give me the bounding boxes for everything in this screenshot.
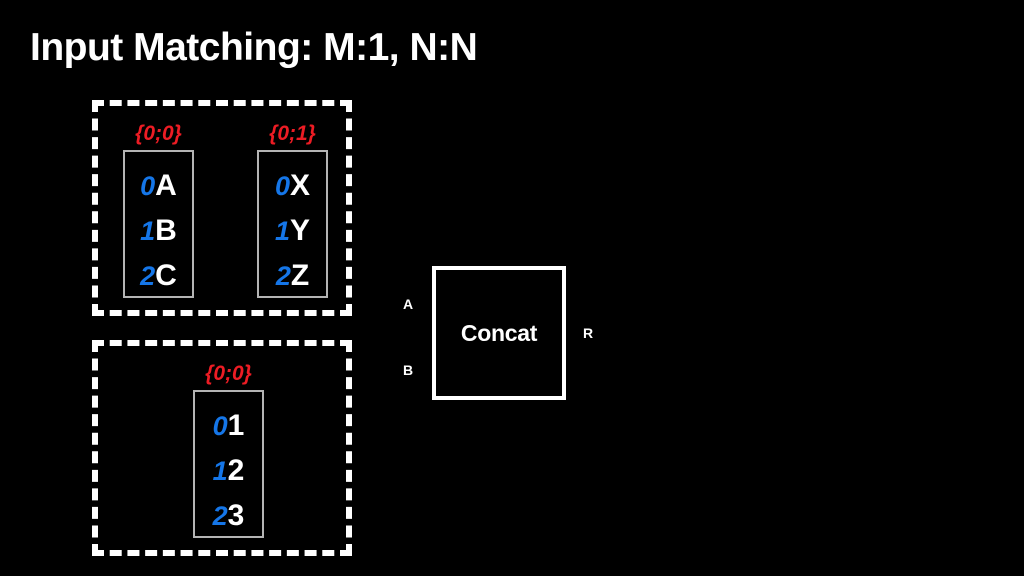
row-index: 0 [212, 411, 228, 441]
concat-input-port-a: A [403, 296, 414, 312]
concat-input-port-b: B [403, 362, 414, 378]
row-index: 2 [140, 261, 156, 291]
row-index: 1 [140, 216, 156, 246]
row-index: 0 [274, 171, 290, 201]
row-value: A [155, 169, 177, 202]
row-value: Z [290, 259, 310, 292]
row-index: 1 [212, 456, 228, 486]
vector-box-123: 01 12 23 [193, 390, 264, 538]
concat-block-label: Concat [460, 319, 538, 346]
input-group-top: {0;0} 0A 1B 2C {0;1} 0X 1Y [92, 100, 352, 316]
vector-row: 1B [125, 208, 192, 253]
row-value: 1 [227, 409, 245, 442]
input-group-bottom: {0;0} 01 12 23 [92, 340, 352, 556]
vector-row: 0A [125, 163, 192, 208]
row-index: 1 [274, 216, 290, 246]
row-value: C [155, 259, 177, 292]
row-value: 2 [227, 454, 245, 487]
vector-box-xyz: 0X 1Y 2Z [257, 150, 328, 298]
vector-column-123: {0;0} 01 12 23 [193, 363, 264, 538]
row-index: 2 [275, 261, 291, 291]
row-value: X [290, 169, 311, 202]
concat-output-port-r: R [583, 325, 594, 341]
vector-label-01-xyz: {0;1} [269, 122, 316, 145]
vector-label-00-abc: {0;0} [135, 122, 182, 145]
vector-box-abc: 0A 1B 2C [123, 150, 194, 298]
row-value: 3 [227, 499, 245, 532]
row-value: Y [290, 214, 311, 247]
vector-row: 23 [195, 493, 262, 538]
vector-row: 12 [195, 448, 262, 493]
vector-column-abc: {0;0} 0A 1B 2C [123, 123, 194, 298]
vector-column-xyz: {0;1} 0X 1Y 2Z [257, 123, 328, 298]
row-value: B [155, 214, 177, 247]
vector-label-00-123: {0;0} [205, 362, 252, 385]
vector-row: 2C [125, 253, 192, 298]
vector-row: 0X [259, 163, 326, 208]
vector-row: 2Z [259, 253, 326, 298]
page-title: Input Matching: M:1, N:N [30, 26, 478, 69]
row-index: 2 [212, 501, 228, 531]
vector-row: 01 [195, 403, 262, 448]
row-index: 0 [140, 171, 156, 201]
vector-row: 1Y [259, 208, 326, 253]
concat-block: Concat [432, 266, 566, 400]
